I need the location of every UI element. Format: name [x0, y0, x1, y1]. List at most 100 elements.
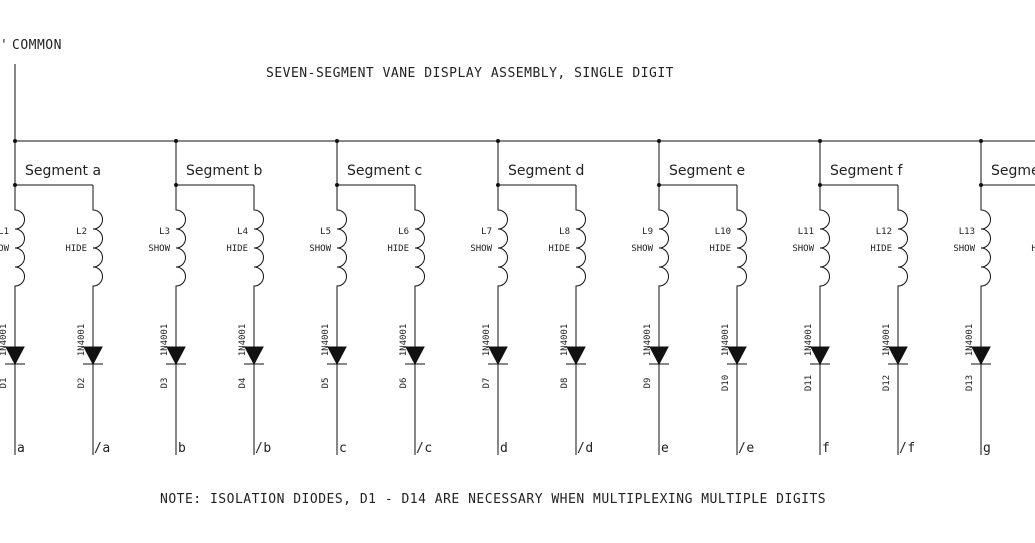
hide-diode-ref: D8: [560, 378, 570, 389]
hide-coil-label: HIDE: [870, 244, 892, 254]
hide-coil-icon: [897, 185, 908, 348]
show-coil-label: SHOW: [792, 244, 814, 254]
show-diode-part: 1N4001: [643, 324, 653, 357]
show-diode-ref: D3: [160, 378, 170, 389]
segment-label: Segment b: [186, 163, 262, 179]
hide-terminal: /b: [255, 441, 272, 456]
hide-diode-icon: [405, 346, 425, 366]
show-terminal: g: [983, 441, 991, 456]
hide-diode-part: 1N4001: [77, 324, 87, 357]
show-coil-ref: L1: [0, 227, 9, 237]
show-diode-icon: [810, 346, 830, 366]
show-terminal: f: [822, 441, 830, 456]
show-diode-part: 1N4001: [321, 324, 331, 357]
hide-diode-part: 1N4001: [399, 324, 409, 357]
hide-coil-label: HIDE: [548, 244, 570, 254]
show-coil-label: SHOW: [0, 244, 10, 254]
hide-coil-ref: L8: [559, 227, 570, 237]
show-diode-part: 1N4001: [0, 324, 9, 357]
show-terminal: c: [339, 441, 347, 456]
show-coil-icon: [14, 185, 25, 348]
hide-diode-ref: D10: [721, 375, 731, 391]
show-terminal: a: [17, 441, 25, 456]
hide-coil-label: HIDE: [226, 244, 248, 254]
hide-terminal: /f: [899, 441, 916, 456]
hide-coil-label: HIDE: [709, 244, 731, 254]
show-coil-label: SHOW: [631, 244, 653, 254]
show-terminal: e: [661, 441, 669, 456]
segment-label: Segment a: [25, 163, 101, 179]
hide-diode-ref: D12: [882, 375, 892, 391]
show-coil-ref: L7: [481, 227, 492, 237]
hide-terminal: /e: [738, 441, 755, 456]
hide-diode-ref: D4: [238, 378, 248, 389]
show-coil-label: SHOW: [148, 244, 170, 254]
show-terminal: d: [500, 441, 508, 456]
common-prefix: ': [0, 38, 8, 53]
show-diode-icon: [327, 346, 347, 366]
show-diode-part: 1N4001: [160, 324, 170, 357]
show-coil-icon: [658, 185, 669, 348]
show-diode-part: 1N4001: [482, 324, 492, 357]
show-diode-ref: D9: [643, 378, 653, 389]
show-coil-label: SHOW: [309, 244, 331, 254]
hide-diode-icon: [244, 346, 264, 366]
show-coil-icon: [980, 185, 991, 348]
hide-coil-icon: [253, 185, 264, 348]
show-coil-label: SHOW: [953, 244, 975, 254]
hide-diode-part: 1N4001: [238, 324, 248, 357]
hide-terminal: /c: [416, 441, 433, 456]
hide-coil-label: HIDE: [1031, 244, 1035, 254]
hide-diode-icon: [83, 346, 103, 366]
hide-coil-icon: [414, 185, 425, 348]
show-diode-ref: D7: [482, 378, 492, 389]
show-diode-icon: [488, 346, 508, 366]
hide-coil-ref: L10: [715, 227, 731, 237]
diagram-title: SEVEN-SEGMENT VANE DISPLAY ASSEMBLY, SIN…: [266, 66, 674, 81]
show-diode-icon: [5, 346, 25, 366]
show-diode-icon: [649, 346, 669, 366]
segment-label: Segment d: [508, 163, 584, 179]
hide-coil-label: HIDE: [387, 244, 409, 254]
hide-terminal: /a: [94, 441, 111, 456]
show-coil-icon: [175, 185, 186, 348]
show-diode-ref: D11: [804, 375, 814, 391]
segment-label: Segment g: [991, 163, 1035, 179]
hide-diode-icon: [727, 346, 747, 366]
segment-label: Segment c: [347, 163, 422, 179]
segment-label: Segment e: [669, 163, 745, 179]
hide-diode-part: 1N4001: [560, 324, 570, 357]
show-coil-icon: [497, 185, 508, 348]
hide-coil-icon: [575, 185, 586, 348]
show-diode-ref: D13: [965, 375, 975, 391]
show-diode-part: 1N4001: [804, 324, 814, 357]
common-label: COMMON: [12, 38, 62, 53]
hide-diode-icon: [888, 346, 908, 366]
hide-diode-part: 1N4001: [721, 324, 731, 357]
segment-label: Segment f: [830, 163, 903, 179]
hide-coil-ref: L4: [237, 227, 248, 237]
show-diode-part: 1N4001: [965, 324, 975, 357]
show-coil-icon: [819, 185, 830, 348]
hide-coil-icon: [736, 185, 747, 348]
diagram-note: NOTE: ISOLATION DIODES, D1 - D14 ARE NEC…: [160, 492, 826, 507]
hide-diode-ref: D6: [399, 378, 409, 389]
hide-coil-icon: [92, 185, 103, 348]
hide-coil-ref: L2: [76, 227, 87, 237]
show-coil-ref: L3: [159, 227, 170, 237]
show-diode-ref: D5: [321, 378, 331, 389]
hide-coil-ref: L6: [398, 227, 409, 237]
show-coil-ref: L9: [642, 227, 653, 237]
show-coil-ref: L5: [320, 227, 331, 237]
show-diode-icon: [166, 346, 186, 366]
hide-diode-ref: D2: [77, 378, 87, 389]
hide-diode-icon: [566, 346, 586, 366]
show-diode-icon: [971, 346, 991, 366]
show-diode-ref: D1: [0, 378, 9, 389]
hide-terminal: /d: [577, 441, 594, 456]
show-coil-ref: L11: [798, 227, 814, 237]
show-terminal: b: [178, 441, 186, 456]
show-coil-icon: [336, 185, 347, 348]
show-coil-label: SHOW: [470, 244, 492, 254]
